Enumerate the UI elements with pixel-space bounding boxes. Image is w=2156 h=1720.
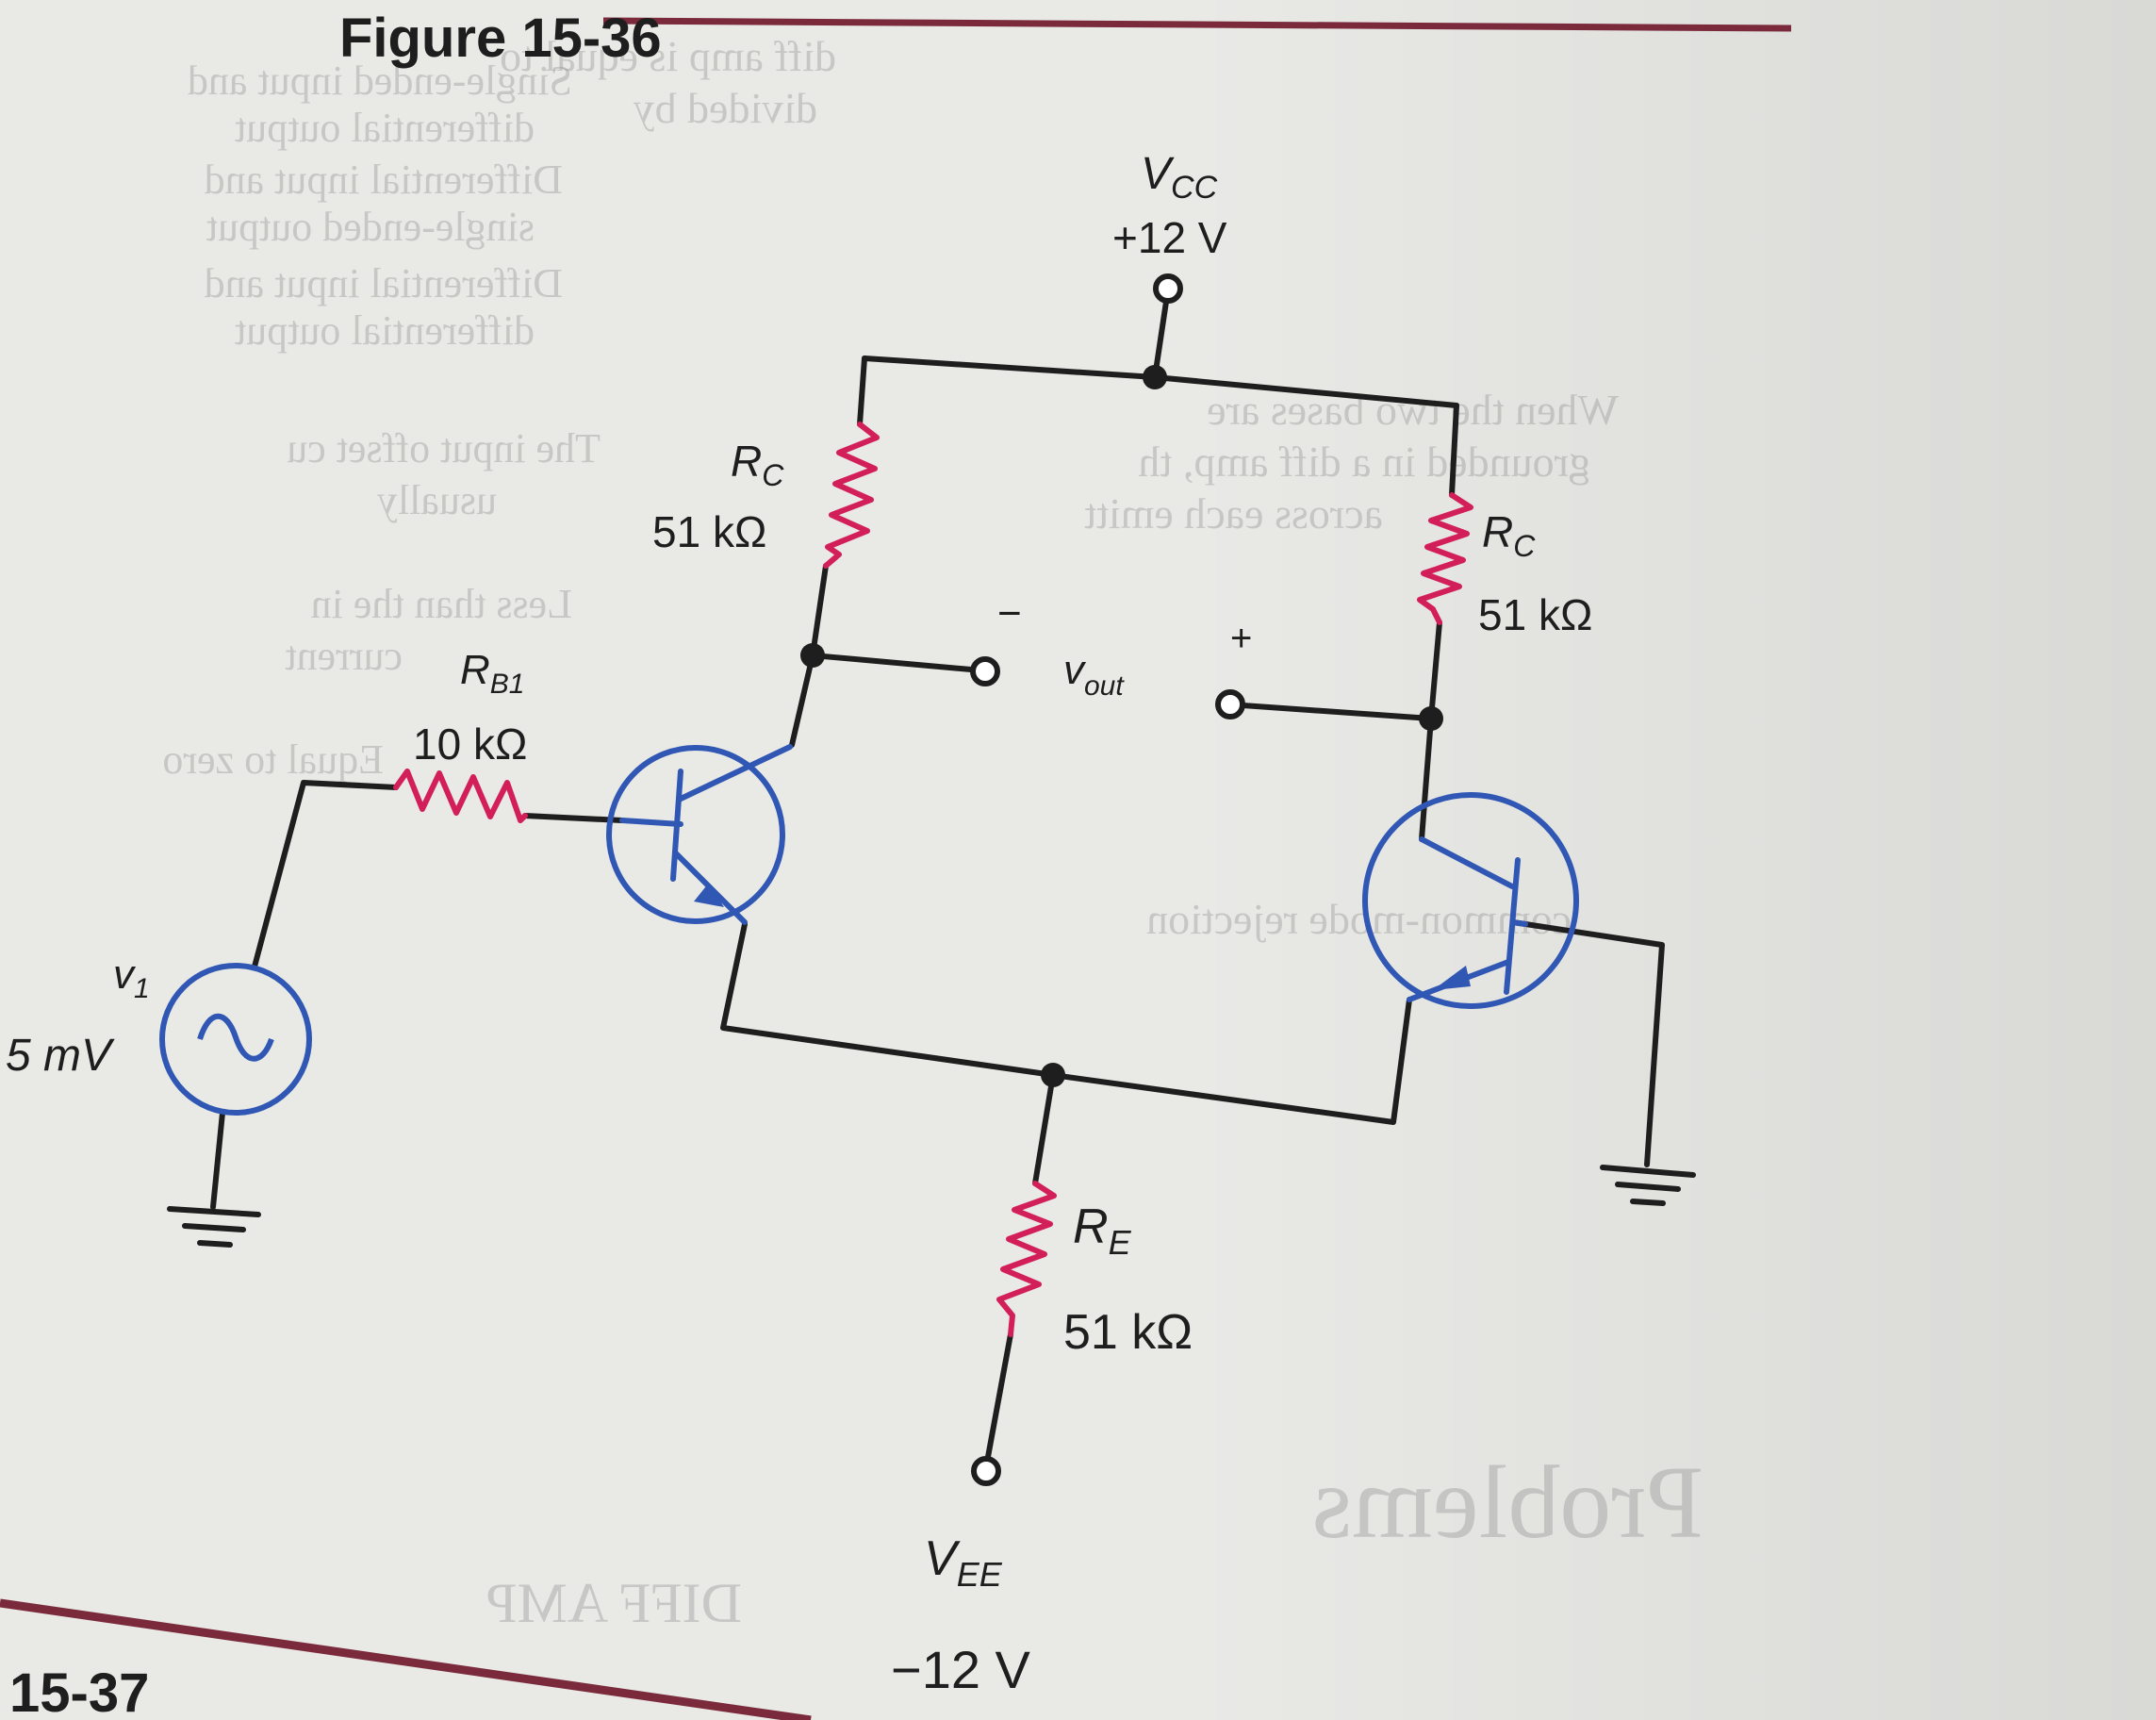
source-label: v1: [113, 951, 150, 1004]
vout-minus-terminal: [970, 656, 1000, 686]
bleed-through-text: diff amp is equal to divided by Single-e…: [162, 32, 1703, 1634]
vee-value: −12 V: [891, 1640, 1031, 1699]
transistor-q2-collector-lead: [1419, 836, 1515, 889]
top-rule-line: [602, 17, 1792, 32]
transistor-q1-base-bar: [670, 769, 683, 882]
right-rc-bottom-wire: [1428, 620, 1442, 721]
junction-dot: [1419, 706, 1443, 731]
ghost-text: Less than the in: [311, 581, 572, 627]
ghost-text: single-ended output: [206, 204, 535, 250]
right-base-ground-wire: [1510, 919, 1665, 1167]
ghost-text: Differential input and: [205, 157, 563, 203]
junctions: [800, 365, 1443, 1087]
sine-wave-icon: [197, 1013, 274, 1062]
ground-line: [167, 1206, 261, 1217]
ghost-text: current: [285, 633, 403, 679]
ground-line: [197, 1240, 233, 1248]
ghost-text: grounded in a diff amp, th: [1139, 438, 1591, 486]
transistor-q2: [1362, 792, 1579, 1009]
re-label: RE: [1073, 1199, 1132, 1262]
vcc-stem-wire: [1152, 299, 1169, 380]
vout-plus-sign: +: [1230, 618, 1252, 659]
vout-plus-terminal: [1215, 689, 1245, 719]
ground-line: [182, 1223, 246, 1232]
ac-source-v1: [159, 963, 312, 1116]
rc-left-value: 51 kΩ: [652, 507, 766, 556]
vcc-value: +12 V: [1112, 213, 1227, 262]
rc-right-resistor: [1417, 492, 1473, 625]
base-left-wire: [522, 813, 625, 823]
rc-left-resistor: [823, 422, 880, 569]
vout-label: vout: [1063, 647, 1125, 702]
ghost-text: divided by: [634, 84, 817, 132]
ghost-text: When the two bases are: [1207, 386, 1619, 434]
ground-symbol-left: [167, 1206, 261, 1248]
vout-plus-wire: [1240, 703, 1434, 721]
ground-line: [1615, 1182, 1681, 1192]
transistor-q2-envelope: [1362, 792, 1579, 1009]
ghost-text: Equal to zero: [162, 736, 384, 783]
ghost-text: diff amp is equal to: [500, 32, 836, 80]
rc-right-label: RC: [1482, 507, 1536, 563]
rb1-value: 10 kΩ: [413, 719, 527, 769]
next-figure-label: 15-37: [9, 1662, 149, 1720]
re-bottom-wire: [985, 1331, 1013, 1460]
junction-dot: [800, 643, 825, 668]
ghost-text: DIFF AMP: [486, 1572, 742, 1634]
rc-right-value: 51 kΩ: [1478, 590, 1592, 639]
vee-terminal: [971, 1456, 1001, 1486]
ghost-text: usually: [377, 477, 497, 523]
vcc-label: VCC: [1141, 149, 1218, 206]
junction-dot: [1041, 1063, 1065, 1087]
source-value: 5 mV: [6, 1031, 115, 1081]
ghost-text: Problems: [1311, 1445, 1703, 1560]
source-top-wire: [252, 780, 399, 969]
ghost-text: common-mode rejection: [1146, 895, 1572, 943]
vout-minus-wire: [810, 653, 974, 672]
figure-title: Figure 15-36: [339, 8, 662, 69]
ghost-text: differential output: [235, 105, 535, 151]
left-rc-top-wire: [857, 356, 867, 427]
ghost-text: The input offset cu: [287, 425, 601, 471]
re-resistor: [996, 1181, 1057, 1337]
rc-left-label: RC: [731, 437, 784, 492]
ground-symbol-right: [1600, 1165, 1696, 1206]
rb1-label: RB1: [460, 647, 524, 700]
ground-line: [1600, 1165, 1696, 1178]
vcc-terminal: [1153, 273, 1183, 304]
transistor-q2-emitter-arrow: [1433, 966, 1471, 990]
ghost-text: Differential input and: [205, 260, 563, 306]
right-rc-top-wire: [1449, 403, 1459, 498]
ground-line: [1630, 1199, 1666, 1206]
transistor-q1-emitter-arrow: [694, 883, 724, 907]
re-top-wire: [1032, 1072, 1056, 1186]
junction-dot: [1143, 365, 1167, 389]
left-collector-wire: [789, 653, 815, 748]
vee-label: VEE: [924, 1531, 1003, 1594]
right-collector-wire: [1419, 716, 1434, 842]
rb1-resistor: [393, 769, 528, 823]
vout-minus-sign: −: [997, 590, 1022, 637]
source-ground-wire: [210, 1110, 225, 1210]
transistor-q1-envelope: [606, 745, 785, 924]
transistor-q1-collector-lead: [676, 744, 793, 802]
transistor-q1: [606, 744, 793, 925]
re-value: 51 kΩ: [1063, 1305, 1193, 1360]
ghost-text: across each emitt: [1084, 489, 1383, 538]
transistor-q1-base-lead: [619, 818, 683, 827]
ac-source-circle: [159, 963, 312, 1116]
bottom-rule-line: [0, 1598, 812, 1720]
ghost-text: Single-ended input and: [188, 58, 572, 104]
ghost-text: differential output: [235, 307, 535, 354]
transistor-q2-base-bar: [1504, 857, 1521, 995]
left-rc-bottom-wire: [810, 563, 829, 658]
